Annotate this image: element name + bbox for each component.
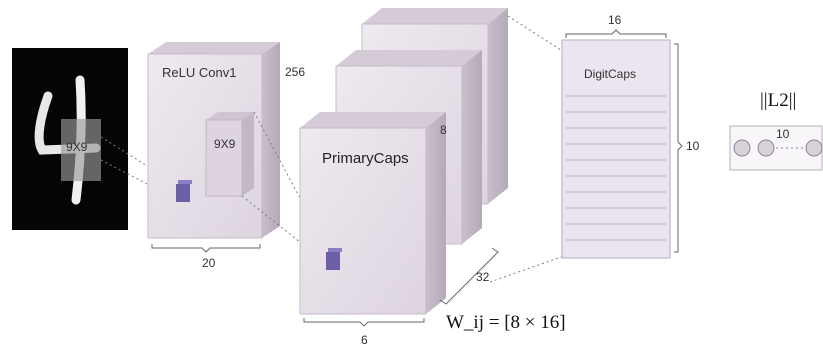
digit-caps-dim: 16 (608, 13, 622, 27)
relu-conv1-title: ReLU Conv1 (162, 65, 236, 80)
primary-caps-channels-brace: 32 (439, 247, 499, 305)
relu-conv1-size-brace: 20 (151, 244, 261, 270)
digit-caps-count-brace: 10 (674, 43, 700, 253)
primary-caps-stack: PrimaryCaps (299, 8, 508, 315)
conv1-kernel-box (205, 119, 243, 197)
relu-conv1-channels: 256 (285, 65, 305, 79)
primary-caps-title: PrimaryCaps (322, 150, 409, 167)
output-node (733, 139, 751, 157)
connector-primary-digit (489, 15, 565, 283)
output-node (757, 139, 775, 157)
digit-caps-block: DigitCaps (561, 39, 671, 259)
relu-conv1-size: 20 (202, 256, 216, 270)
input-kernel-patch (61, 119, 101, 181)
output-norm-label: ||L2|| (760, 90, 796, 111)
conv1-kernel-label: 9X9 (214, 137, 236, 151)
digit-caps-count: 10 (686, 139, 700, 153)
output-vector: 10 (729, 125, 823, 171)
primary-caps-capsule-dim: 8 (440, 123, 447, 137)
primary-caps-size: 6 (361, 333, 368, 347)
primary-caps-capsule (326, 252, 340, 270)
digit-caps-rows (566, 95, 666, 241)
weight-label: W_ij = [8 × 16] (446, 312, 566, 333)
input-image: 9X9 (12, 48, 128, 230)
input-kernel-label: 9X9 (66, 140, 88, 154)
output-node (805, 139, 823, 157)
connector-conv1-primary (241, 111, 331, 267)
digit-caps-dim-brace: 16 (565, 13, 667, 38)
primary-caps-channels: 32 (476, 270, 490, 284)
output-count: 10 (776, 127, 790, 141)
relu-conv1-block: ReLU Conv1 9X9 (147, 42, 280, 239)
digit-caps-title: DigitCaps (584, 67, 636, 81)
conv1-kernel-patch (176, 184, 190, 202)
primary-caps-size-brace: 6 (303, 318, 425, 347)
